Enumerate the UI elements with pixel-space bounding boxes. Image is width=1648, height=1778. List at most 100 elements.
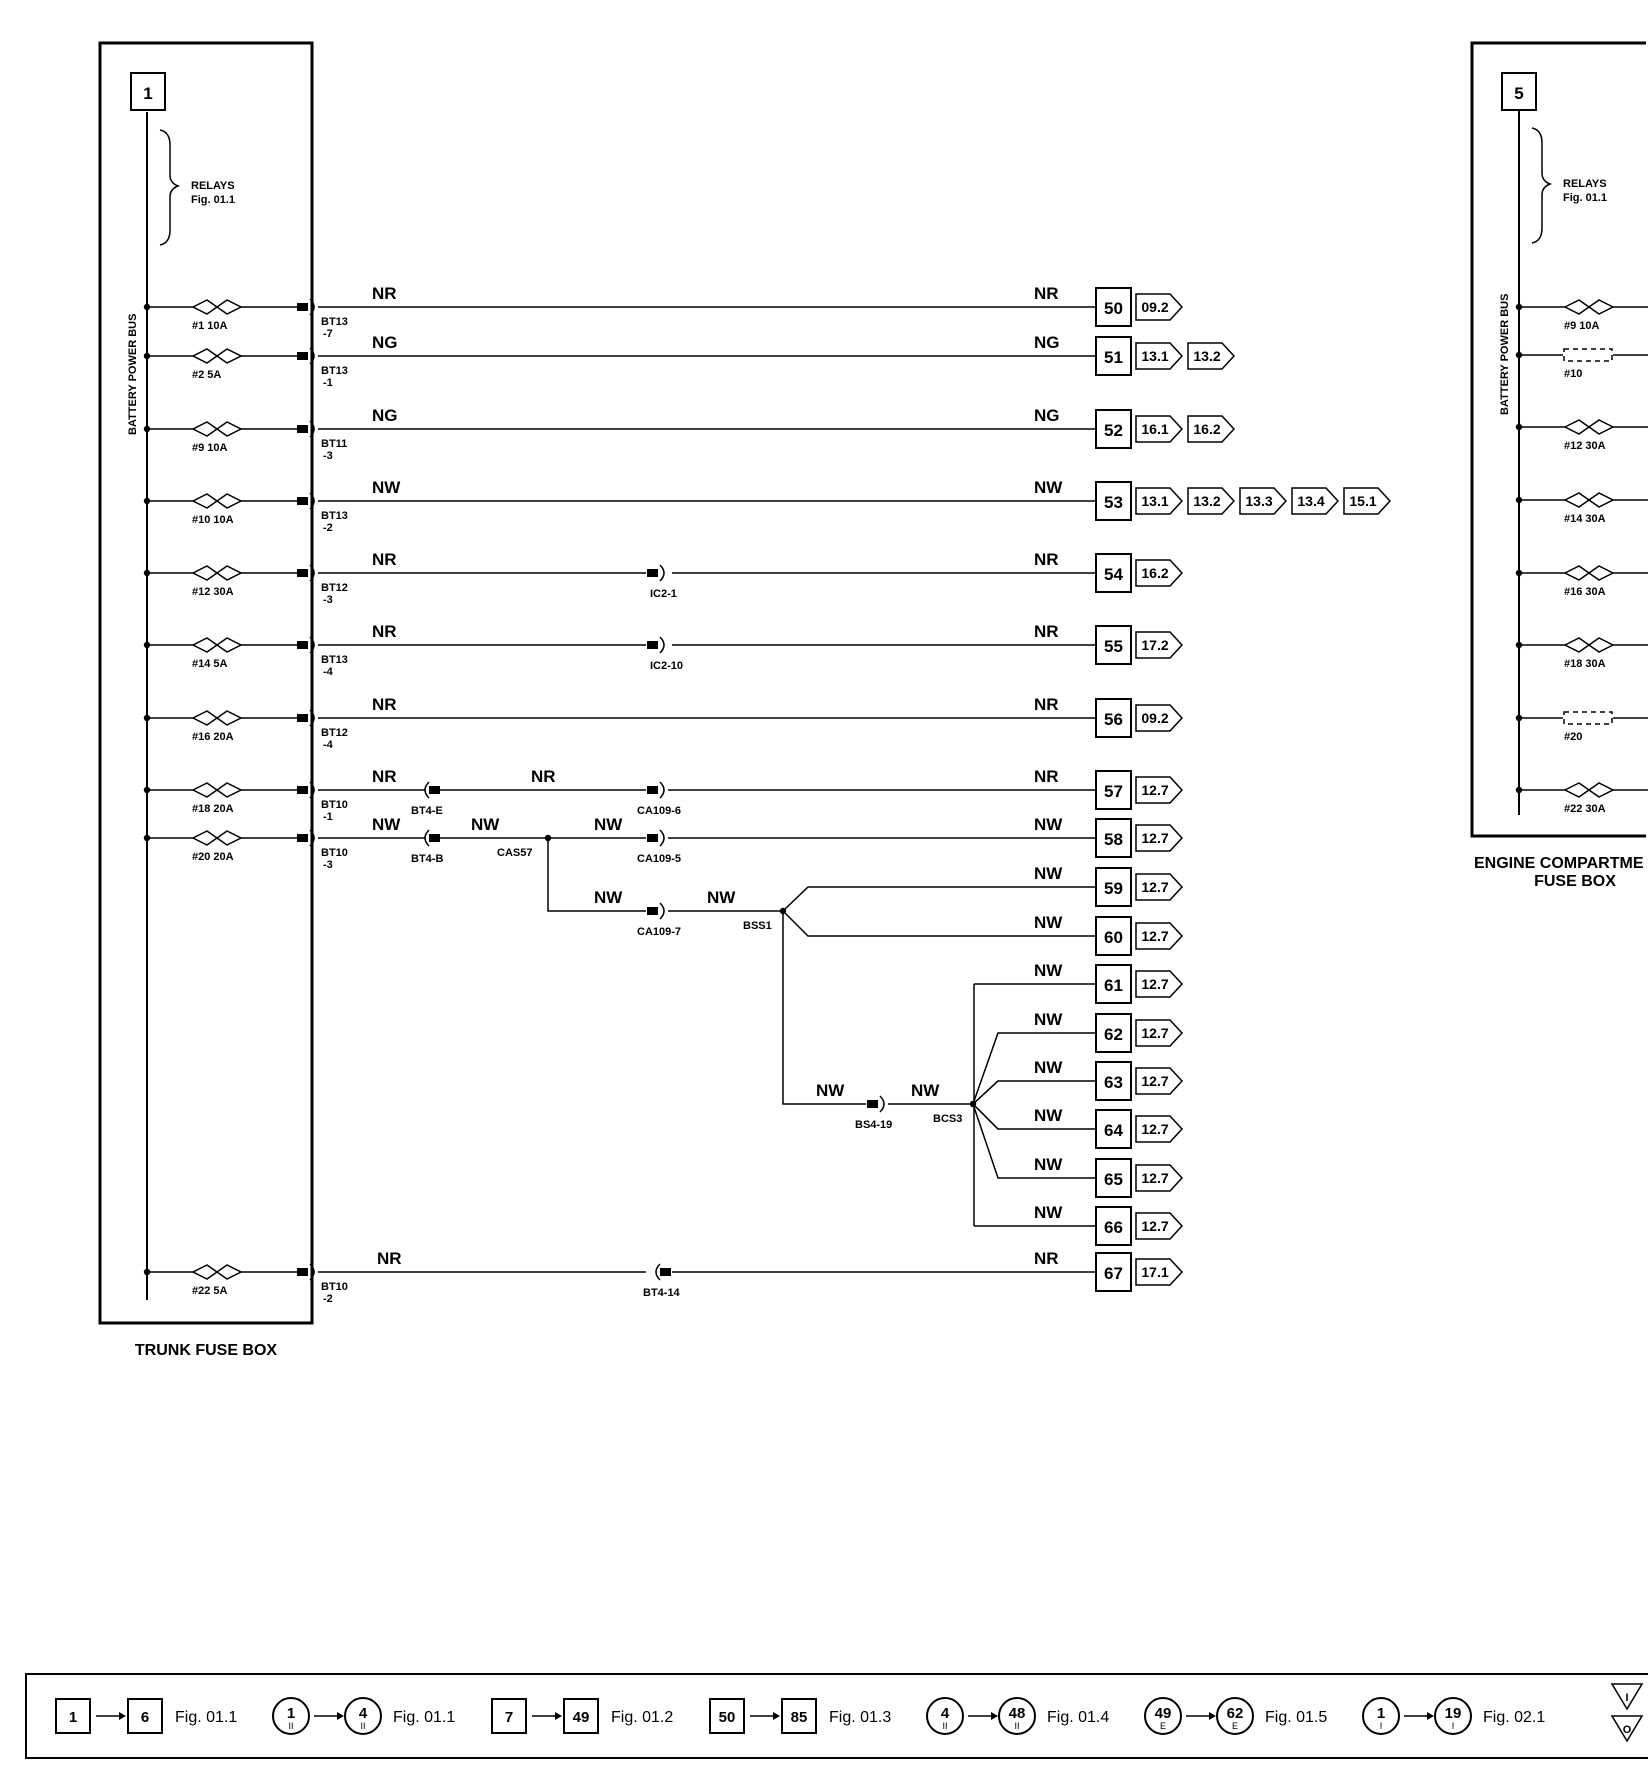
connector-label: BT11 (321, 438, 347, 450)
fuse-icon (191, 710, 243, 726)
fuse-icon (1563, 419, 1615, 435)
connector-label: BT13 (321, 510, 348, 522)
inline-connector-socket (659, 564, 665, 582)
wire-color-right: NR (1034, 767, 1059, 786)
branch-connector-a-label: CA109-7 (637, 926, 681, 938)
page-ref-label: 12.7 (1141, 1170, 1168, 1186)
destination-box (1095, 481, 1132, 521)
branch-out-color: NW (1034, 1155, 1063, 1174)
engine-fuse-row: #14 30A (1515, 492, 1648, 525)
legend-figure-label: Fig. 01.1 (393, 1709, 455, 1726)
engine-fuse-row: #18 30A (1515, 637, 1648, 670)
branch-out-color: NW (1034, 1058, 1063, 1077)
inline-connector-socket (659, 636, 665, 654)
connector-pin-label: -3 (323, 859, 333, 871)
engine-bus-label: BATTERY POWER BUS (1499, 294, 1511, 415)
engine-fuse-row: #20 (1515, 711, 1648, 743)
destination-box (1095, 1013, 1132, 1053)
wire-color-mid: NW (471, 815, 500, 834)
destination-number: 51 (1104, 348, 1123, 367)
destination-box (1095, 964, 1132, 1004)
box-connector-socket (309, 1263, 315, 1281)
destination-number: 67 (1104, 1264, 1123, 1283)
inline-connector-2-socket (424, 781, 430, 799)
branch-out-wire (972, 1032, 1096, 1105)
inline-connector-pin (647, 641, 658, 649)
branch-out-color: NW (1034, 1010, 1063, 1029)
box-connector-pin (297, 641, 308, 649)
trunk-box-id: 1 (143, 84, 152, 103)
legend-triangle-top-label: I (1625, 1692, 1628, 1704)
page-ref-arrow (1135, 487, 1184, 515)
destination-number: 62 (1104, 1025, 1123, 1044)
box-connector-pin (297, 497, 308, 505)
legend-arrow-head (1427, 1712, 1434, 1720)
legend-circle (272, 1697, 310, 1735)
engine-fuse-row: #12 30A (1515, 419, 1648, 452)
branch-connector-b-socket (879, 1095, 885, 1113)
box-connector-socket (309, 420, 315, 438)
legend-number: 7 (505, 1709, 513, 1726)
wire-color-right: NW (1034, 478, 1063, 497)
legend-number: 1 (69, 1709, 77, 1726)
box-connector-pin (297, 425, 308, 433)
legend-subscript: II (360, 1721, 365, 1731)
connector-pin-label: -7 (323, 328, 333, 340)
wire-color-right: NR (1034, 284, 1059, 303)
engine-relays-label: RELAYS (1563, 178, 1607, 190)
legend-subscript: E (1232, 1721, 1238, 1731)
wire-color-right: NG (1034, 333, 1060, 352)
page-ref-arrow (1135, 1258, 1184, 1286)
page-ref-label: 13.4 (1297, 493, 1324, 509)
page-ref-arrow (1135, 873, 1184, 901)
engine-box-title-2: FUSE BOX (1534, 873, 1616, 890)
trunk-relays-label: RELAYS (191, 180, 235, 192)
inline-connector-2-label: BT4-B (411, 853, 443, 865)
connector-label: BT13 (321, 316, 348, 328)
branch-connector-a-socket (659, 902, 665, 920)
wire-color-left: NG (372, 333, 398, 352)
wire-color-right: NR (1034, 695, 1059, 714)
inline-connector-pin (647, 569, 658, 577)
box-connector-socket (309, 564, 315, 582)
inline-connector-label: IC2-1 (650, 588, 677, 600)
page-ref-arrow (1135, 1067, 1184, 1095)
page-ref-arrow (1135, 824, 1184, 852)
box-connector-socket (309, 781, 315, 799)
legend-arrow-head (773, 1712, 780, 1720)
box-connector-pin (297, 786, 308, 794)
inline-connector-label: IC2-10 (650, 660, 683, 672)
destination-box (1095, 553, 1132, 593)
destination-box (1095, 1109, 1132, 1149)
legend-subscript: II (288, 1721, 293, 1731)
page-ref-label: 13.2 (1193, 348, 1220, 364)
page-ref-arrow (1135, 293, 1184, 321)
page-ref-arrow (1135, 704, 1184, 732)
wire-color-right: NR (1034, 1249, 1059, 1268)
page-ref-label: 17.2 (1141, 637, 1168, 653)
branch-wire-a (547, 838, 646, 912)
page-ref-arrow (1187, 487, 1236, 515)
connector-label: BT10 (321, 799, 348, 811)
page-ref-label: 17.1 (1141, 1264, 1168, 1280)
fuse-label: #10 (1564, 368, 1582, 380)
box-connector-socket (309, 347, 315, 365)
inline-connector-label: CA109-5 (637, 853, 681, 865)
wire-color-mid2: NW (594, 815, 623, 834)
inline-connector-socket (655, 1263, 661, 1281)
legend-figure-label: Fig. 01.1 (175, 1709, 237, 1726)
destination-number: 53 (1104, 493, 1123, 512)
legend-circle (1434, 1697, 1472, 1735)
fuse-label: #2 5A (192, 369, 221, 381)
box-connector-socket (309, 298, 315, 316)
fuse-icon (191, 637, 243, 653)
fuse-icon (191, 565, 243, 581)
legend-subscript: I (1380, 1721, 1383, 1731)
